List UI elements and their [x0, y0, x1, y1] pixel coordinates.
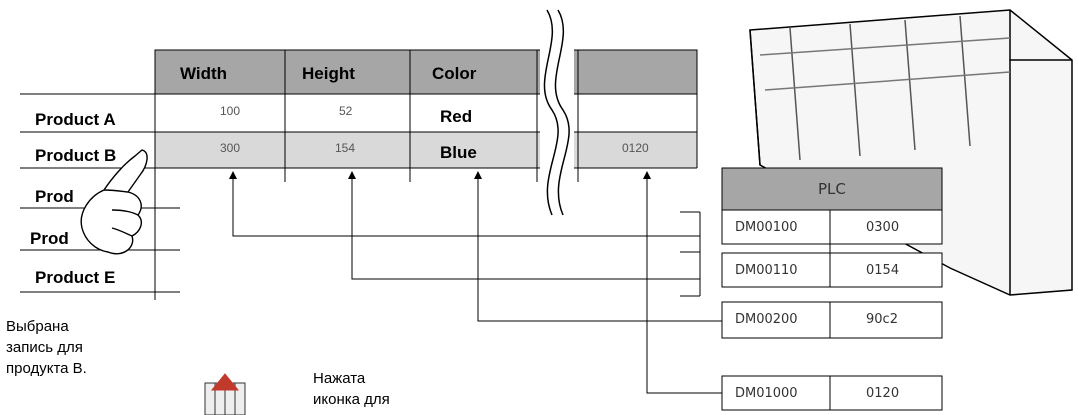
caption-selected-line: запись для — [6, 339, 83, 356]
row-label-product-e: Product E — [35, 268, 116, 287]
plc-address: DM01000 — [735, 386, 798, 401]
row-label-product-d: Prod — [30, 229, 69, 248]
row-label-product-c: Prod — [35, 187, 74, 206]
caption-pressed-line: Нажата — [313, 370, 366, 387]
table-header-bg — [154, 49, 698, 95]
column-header-width: Width — [180, 64, 228, 83]
cell-b-width: 300 — [220, 141, 241, 155]
caption-pressed-line: иконка для — [313, 391, 390, 408]
selected-row-bg — [155, 132, 697, 168]
plc-value: 0154 — [866, 263, 900, 278]
cell-b-extra: 0120 — [622, 141, 649, 155]
row-label-product-b: Product B — [35, 146, 117, 165]
caption-pressed: Нажата иконка для — [313, 368, 390, 410]
plc-address: DM00110 — [735, 263, 798, 278]
row-label-product-a: Product A — [35, 110, 116, 129]
plc-value: 90c2 — [866, 312, 898, 327]
plc-device-icon — [749, 9, 1073, 296]
plc-address: DM00100 — [735, 220, 798, 235]
transfer-icon — [204, 373, 246, 415]
cell-a-color: Red — [440, 107, 473, 126]
cell-a-width: 100 — [220, 104, 241, 118]
plc-title: PLC — [818, 180, 846, 198]
caption-selected-line: продукта B. — [6, 360, 87, 377]
plc-value: 0300 — [866, 220, 900, 235]
break-wave-2 — [554, 9, 570, 216]
caption-selected: Выбрана запись для продукта B. — [6, 316, 87, 379]
plc-value: 0120 — [866, 386, 900, 401]
cell-a-height: 52 — [339, 104, 353, 118]
caption-selected-line: Выбрана — [6, 318, 69, 335]
pointing-hand-icon — [80, 149, 148, 255]
break-wave-1 — [543, 9, 559, 216]
column-header-height: Height — [302, 64, 355, 83]
plc-header-bg — [721, 167, 943, 211]
plc-address: DM00200 — [735, 312, 798, 327]
column-header-color: Color — [432, 64, 477, 83]
cell-b-color: Blue — [440, 143, 477, 162]
cell-b-height: 154 — [335, 141, 356, 155]
